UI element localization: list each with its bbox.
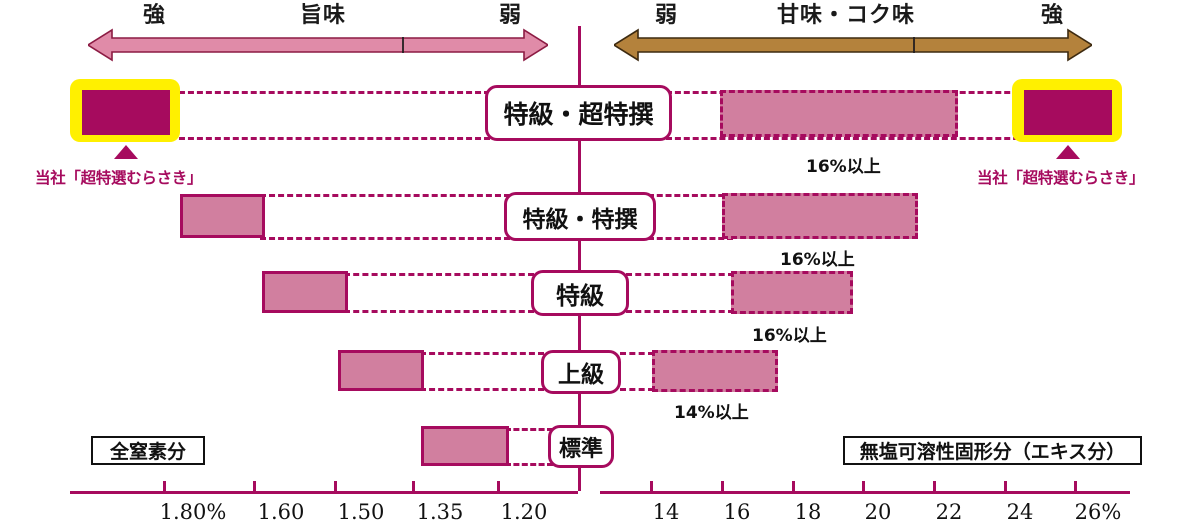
spine-segment-1-2 (578, 140, 581, 193)
row2-left-dash-top (260, 194, 510, 197)
right-axis-tick-4 (933, 481, 936, 492)
right-axis-label-0: 14 (652, 500, 680, 524)
row1-left-bar (82, 90, 170, 135)
row2-left-bar (180, 194, 265, 238)
grade-pill-tokkyu-chotokusen-label: 特級・超特撰 (503, 100, 654, 129)
right-axis-label-2: 18 (794, 500, 822, 524)
right-axis-label-3: 20 (864, 500, 892, 524)
right-axis-label-5: 24 (1006, 500, 1034, 524)
row4-left-dash-bottom (420, 388, 544, 391)
grade-pill-tokkyu-label: 特級 (556, 281, 604, 310)
row1-right-bar (720, 90, 958, 137)
row4-left-dash-top (420, 352, 544, 355)
right-scale-weak-label: 弱 (655, 3, 679, 28)
left-scale-caption: 旨味 (300, 3, 347, 28)
right-axis-tick-5 (1004, 481, 1007, 492)
row4-right-bar (652, 350, 778, 392)
right-axis-line (600, 491, 1130, 494)
left-scale-strong-label: 強 (143, 3, 167, 28)
right-scale-strong-label: 強 (1041, 3, 1065, 28)
umami-double-arrow (88, 28, 548, 62)
row4-right-dash-top (620, 352, 654, 355)
grade-pill-hyojun-label: 標準 (558, 436, 603, 462)
left-axis-tick-4 (497, 481, 500, 492)
spine-segment-4-5 (578, 393, 581, 426)
legend-left-total-nitrogen: 全窒素分 (91, 436, 205, 465)
right-axis-tick-1 (721, 481, 724, 492)
left-scale-weak-label: 弱 (499, 3, 523, 28)
left-axis-label-1: 1.60 (257, 500, 305, 524)
row1-right-note: 16%以上 (806, 157, 881, 177)
legend-right-extract: 無塩可溶性固形分（エキス分） (843, 436, 1142, 465)
legend-left-label: 全窒素分 (109, 441, 186, 463)
grade-pill-jokyu-label: 上級 (558, 362, 604, 388)
grade-pill-hyojun[interactable]: 標準 (548, 425, 614, 468)
spine-segment-bottom (578, 466, 581, 491)
row1-left-pointer-icon (114, 145, 138, 159)
row4-left-bar (338, 350, 424, 391)
row5-left-dash-bottom (505, 463, 553, 466)
left-axis-label-0: 1.80% (159, 500, 227, 524)
spine-segment-top (578, 26, 581, 91)
row1-right-callout: 当社「超特選むらさき」 (977, 169, 1145, 187)
right-axis-label-1: 16 (723, 500, 751, 524)
row2-right-dash-bottom (648, 237, 733, 240)
grade-pill-tokkyu-tokusen[interactable]: 特級・特撰 (504, 192, 656, 241)
row3-left-dash-bottom (344, 310, 534, 313)
row1-left-callout: 当社「超特選むらさき」 (35, 169, 203, 187)
row2-right-bar (722, 193, 918, 239)
row3-left-dash-top (344, 273, 534, 276)
spine-segment-2-3 (578, 240, 581, 280)
row3-right-dash-bottom (626, 310, 734, 313)
row2-right-dash-top (648, 194, 733, 197)
row2-left-dash-bottom (260, 237, 510, 240)
right-axis-tick-0 (650, 481, 653, 492)
spine-segment-3-4 (578, 313, 581, 351)
right-axis-tick-2 (792, 481, 795, 492)
left-axis-label-2: 1.50 (337, 500, 385, 524)
row1-left-dash-top (170, 91, 490, 94)
row1-right-dash-bottom (666, 137, 1028, 140)
row2-right-note: 16%以上 (780, 250, 855, 270)
left-axis-tick-3 (412, 481, 415, 492)
row3-right-bar (731, 271, 853, 314)
grade-pill-tokkyu[interactable]: 特級 (531, 270, 629, 316)
left-axis-line (70, 491, 578, 494)
row5-left-dash-top (505, 428, 553, 431)
right-axis-label-6: 26% (1074, 500, 1122, 524)
right-scale-caption: 甘味・コク味 (777, 3, 916, 28)
left-axis-tick-2 (334, 481, 337, 492)
right-axis-tick-6 (1074, 481, 1077, 492)
grade-pill-tokkyu-chotokusen[interactable]: 特級・超特撰 (485, 85, 672, 141)
row3-right-dash-top (626, 273, 734, 276)
left-axis-tick-1 (253, 481, 256, 492)
row3-right-note: 16%以上 (752, 326, 827, 346)
row1-left-dash-bottom (170, 137, 490, 140)
legend-right-label: 無塩可溶性固形分（エキス分） (859, 441, 1126, 463)
sweetness-richness-double-arrow (614, 28, 1092, 62)
left-axis-label-4: 1.20 (500, 500, 548, 524)
row4-right-note: 14%以上 (674, 403, 749, 423)
left-axis-tick-0 (163, 481, 166, 492)
row4-right-dash-bottom (620, 388, 654, 391)
left-axis-label-3: 1.35 (416, 500, 464, 524)
right-axis-tick-3 (862, 481, 865, 492)
row1-right-highlight-bar (1024, 90, 1112, 135)
right-axis-label-4: 22 (935, 500, 963, 524)
grade-pill-tokkyu-tokusen-label: 特級・特撰 (522, 206, 638, 233)
row3-left-bar (262, 271, 348, 313)
grade-pill-jokyu[interactable]: 上級 (541, 350, 621, 394)
row1-right-pointer-icon (1056, 145, 1080, 159)
row5-left-bar (421, 426, 509, 466)
